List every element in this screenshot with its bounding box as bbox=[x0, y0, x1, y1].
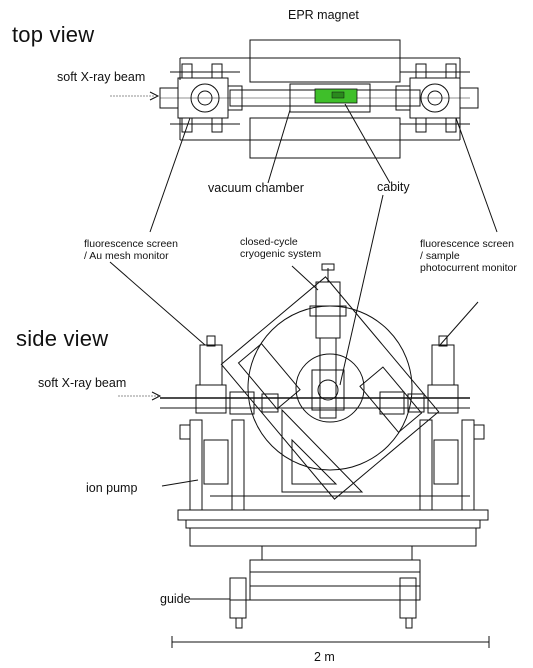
epr-magnet-lower-pole bbox=[249, 117, 401, 159]
guide-label: guide bbox=[160, 592, 191, 606]
fluorescence-right-line1: fluorescence screen bbox=[420, 238, 514, 250]
ion-pump-label: ion pump bbox=[86, 481, 138, 495]
top-view-drawing bbox=[110, 39, 498, 233]
top-view-title: top view bbox=[12, 22, 95, 47]
base-plate bbox=[177, 509, 489, 521]
scale-bar bbox=[171, 636, 490, 648]
fluorescence-left-line1: fluorescence screen bbox=[84, 238, 178, 250]
cabity-label: cabity bbox=[377, 180, 410, 194]
right-stand bbox=[419, 335, 485, 511]
fluorescence-right-label: fluorescence screen / sample photocurren… bbox=[420, 238, 517, 274]
cryogenic-line1: closed-cycle bbox=[240, 236, 298, 248]
soft-xray-beam-top-label: soft X-ray beam bbox=[57, 70, 146, 84]
left-stand bbox=[179, 335, 245, 511]
epr-magnet-upper-pole bbox=[249, 39, 401, 83]
fluorescence-right-line3: photocurrent monitor bbox=[420, 262, 517, 274]
magnet-rotation-circle bbox=[247, 305, 413, 471]
side-view-drawing bbox=[118, 263, 489, 629]
cryogenic-system-label: closed-cycle cryogenic system bbox=[240, 236, 321, 260]
fluorescence-left-label: fluorescence screen / Au mesh monitor bbox=[84, 238, 178, 262]
fluorescence-right-line2: / sample bbox=[420, 250, 460, 262]
top-left-chamber bbox=[159, 63, 243, 133]
guide-rails bbox=[229, 577, 417, 629]
cryogenic-line2: cryogenic system bbox=[240, 248, 322, 260]
fluorescence-left-line2: / Au mesh monitor bbox=[84, 250, 169, 262]
side-view-title: side view bbox=[16, 326, 109, 351]
vacuum-chamber-label: vacuum chamber bbox=[208, 181, 304, 195]
scale-label: 2 m bbox=[314, 650, 335, 664]
epr-magnet-label: EPR magnet bbox=[288, 8, 359, 22]
soft-xray-beam-side-label: soft X-ray beam bbox=[38, 376, 127, 390]
